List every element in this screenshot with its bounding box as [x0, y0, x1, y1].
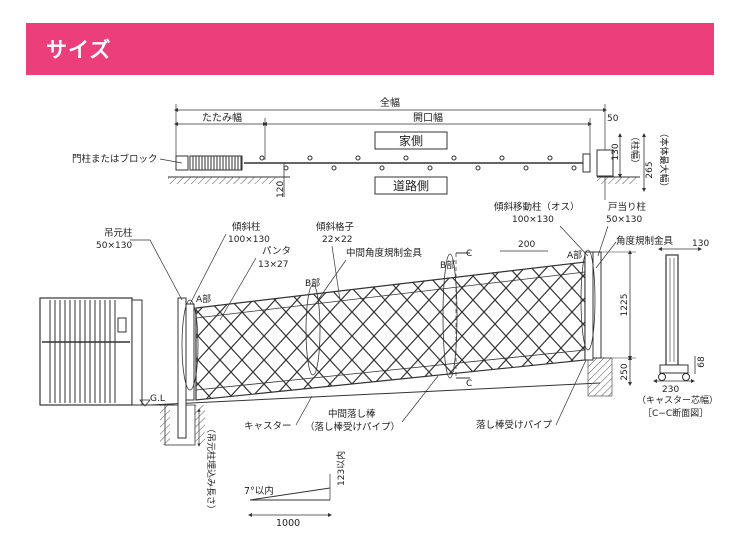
a-part-right: A部	[567, 249, 582, 261]
road-side-label: 道路側	[393, 178, 429, 193]
dim-50: 50	[607, 114, 619, 124]
page-title: サイズ	[46, 38, 112, 62]
drop-rod-pipe-label: 落し棒受けパイプ	[476, 419, 553, 431]
embed-length-label: （吊元柱埋込み長さ）	[205, 424, 217, 514]
max-width-label: （本体最大幅）	[658, 128, 670, 191]
overall-width-label: 全幅	[380, 96, 400, 109]
tilt-lattice-label: 傾斜格子	[316, 221, 355, 233]
mid-angle-fitting-label: 中間角度規制金具	[346, 247, 423, 259]
mid-drop-rod-pipe-label: （落し棒受けパイプ）	[305, 421, 400, 433]
angle-fitting-label: 角度規制金具	[616, 235, 674, 247]
dim-265: 265	[645, 161, 655, 178]
base-post-label: 吊元柱	[104, 227, 133, 239]
sec-130: 130	[692, 239, 709, 249]
door-stop-post-size: 50×130	[606, 215, 642, 225]
gl-label: G.L	[150, 394, 165, 404]
door-stop-post-label: 戸当り柱	[608, 201, 647, 213]
plan-view: 全幅 たたみ幅 開口幅 50 家側 道路側 門	[72, 96, 670, 200]
opening-width-label: 開口幅	[413, 111, 443, 124]
plan-casters	[259, 155, 577, 171]
tilt-post-size: 100×130	[228, 235, 270, 245]
dim-200: 200	[518, 240, 535, 250]
post-width-label: （柱幅）	[629, 132, 641, 168]
gate-post-label: 門柱またはブロック	[72, 153, 158, 165]
folded-width-label: たたみ幅	[202, 111, 242, 124]
base-post-size: 50×130	[96, 241, 132, 251]
dim-130-plan: 130	[611, 143, 621, 160]
tilt-post-label: 傾斜柱	[232, 221, 261, 233]
elevation-view: G.L A部 B部 B部 A部 C C 200	[39, 201, 674, 514]
sec-230: 230	[662, 385, 679, 395]
b-part-right: B部	[440, 259, 455, 271]
slope-angle-label: 7°以内	[244, 485, 274, 497]
dim-1225: 1225	[620, 294, 630, 317]
caster-core-width: （キャスター芯幅）	[637, 394, 718, 406]
c-bottom: C	[466, 379, 472, 389]
tilt-moving-post-size: 100×130	[512, 215, 554, 225]
b-part-left: B部	[305, 277, 320, 289]
c-top: C	[466, 249, 472, 259]
tilt-moving-post-label: 傾斜移動柱（オス）	[494, 201, 580, 213]
section-title: ［C−C断面図］	[643, 407, 708, 419]
slope-rise-label: 123以内	[335, 451, 347, 486]
a-part-left: A部	[196, 293, 211, 305]
dim-250: 250	[620, 363, 630, 380]
cc-section: 130 68 230 （キャスター芯幅） ［C−C断面図］	[637, 239, 718, 419]
tilt-lattice-size: 22×22	[322, 235, 352, 245]
slope-run-label: 1000	[276, 518, 300, 529]
page-header: サイズ	[26, 23, 714, 75]
mid-drop-rod-label: 中間落し棒	[328, 408, 376, 420]
caster-label: キャスター	[244, 421, 292, 432]
sec-68: 68	[697, 356, 707, 368]
fence-panel	[39, 297, 143, 406]
dim-120: 120	[276, 181, 286, 198]
slope-inset: 7°以内 123以内 1000	[244, 451, 347, 529]
panta-size: 13×27	[258, 260, 288, 270]
house-side-label: 家側	[399, 133, 423, 148]
panta-label: パンタ	[262, 246, 291, 257]
